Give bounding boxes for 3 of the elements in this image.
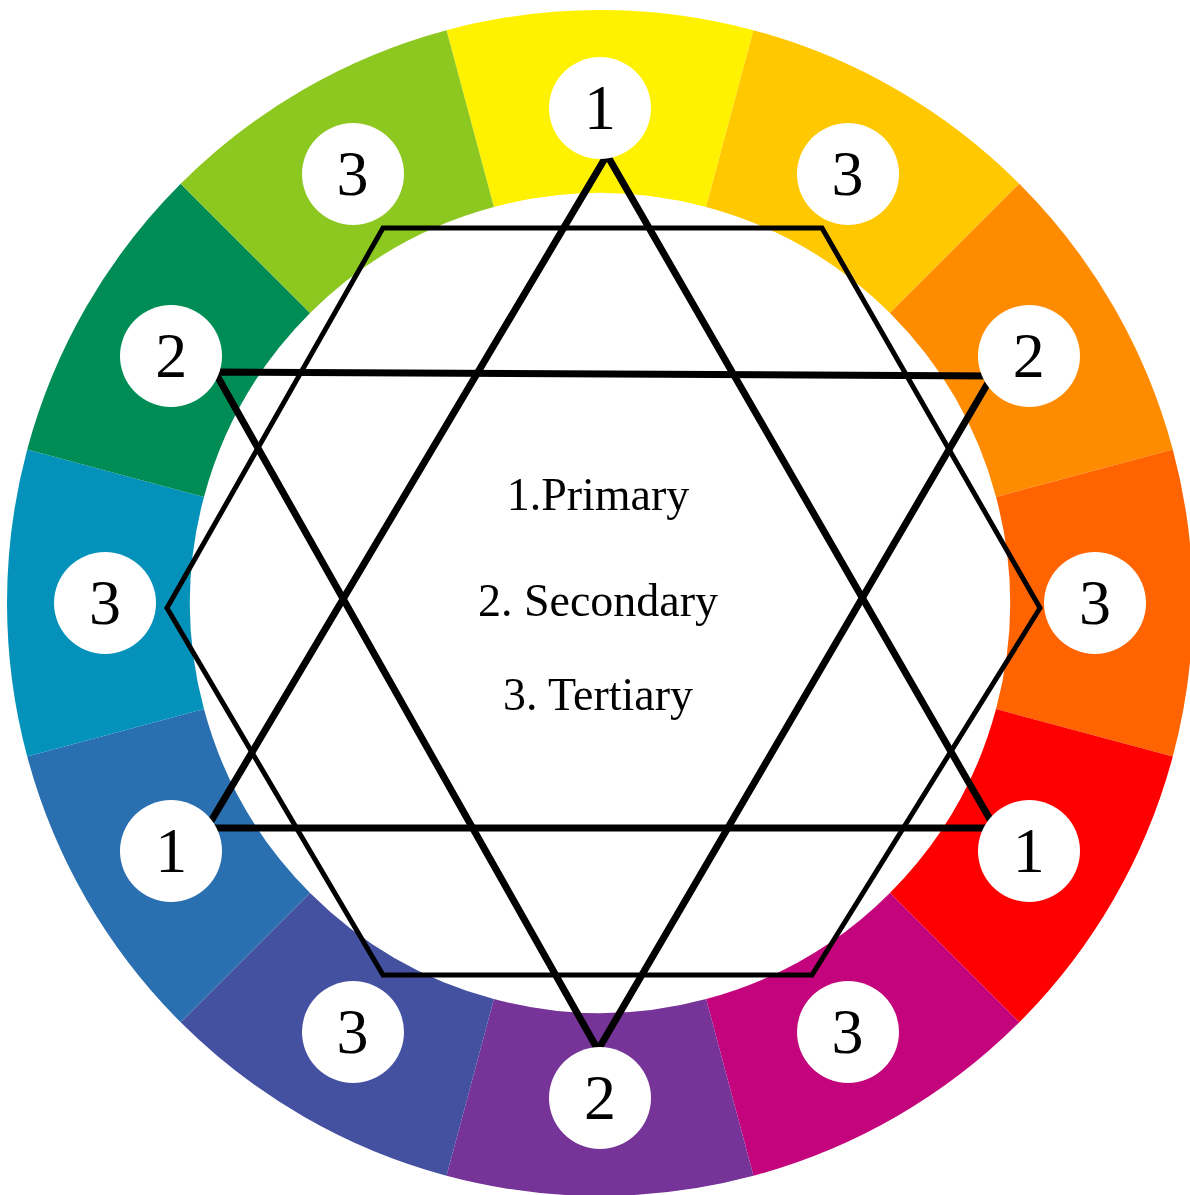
key-text: 3. Tertiary [502,672,694,718]
key-text: 1.Primary [506,472,690,518]
key-text: 2. Secondary [477,578,719,624]
